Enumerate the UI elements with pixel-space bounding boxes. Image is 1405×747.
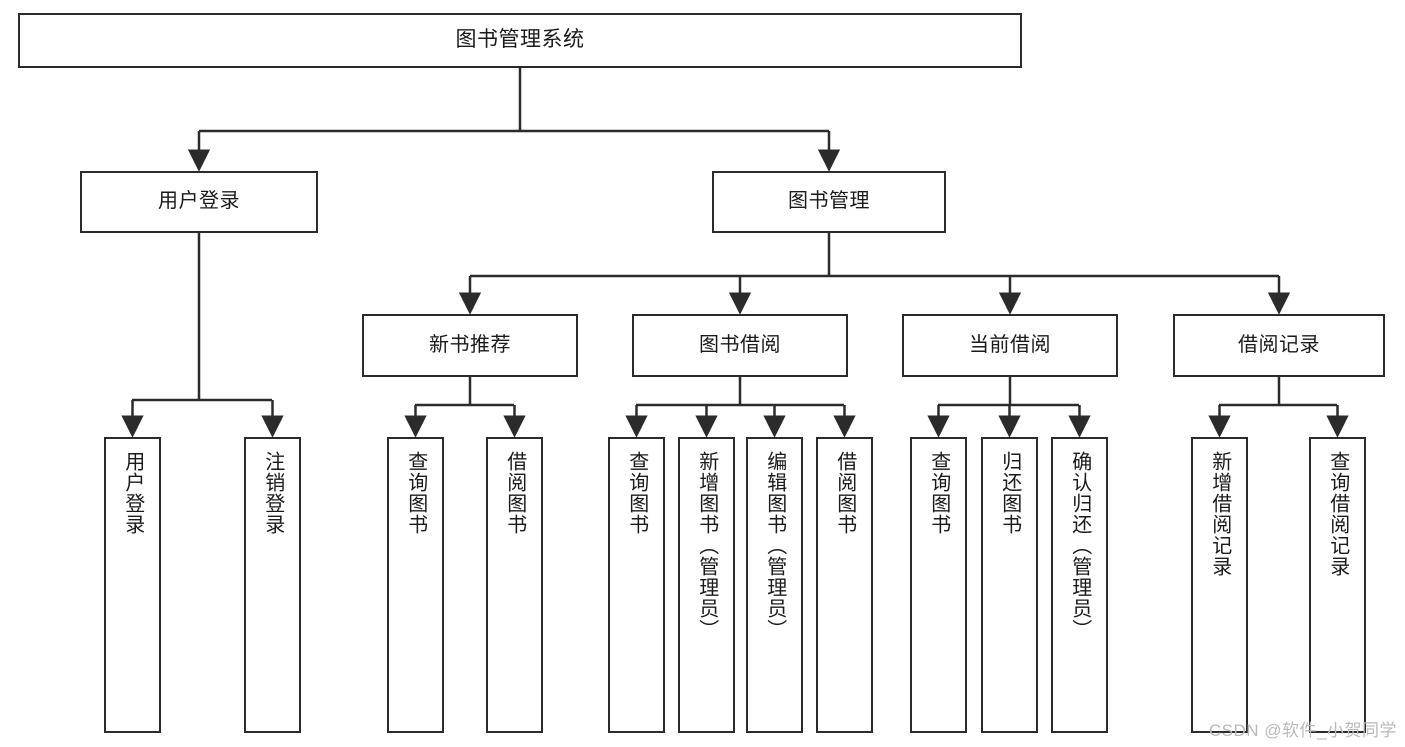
leaf-newbook-query[interactable]: 查询图书 bbox=[387, 437, 444, 733]
leaf-record-add[interactable]: 新增借阅记录 bbox=[1191, 437, 1248, 733]
node-root-label: 图书管理系统 bbox=[455, 28, 585, 52]
node-new-book-recommend[interactable]: 新书推荐 bbox=[362, 314, 578, 377]
leaf-newbook-borrow[interactable]: 借阅图书 bbox=[486, 437, 543, 733]
node-new-book-recommend-label: 新书推荐 bbox=[429, 333, 511, 356]
node-book-management[interactable]: 图书管理 bbox=[712, 171, 946, 233]
leaf-current-confirm-return-label: 确认归还（管理员） bbox=[1068, 451, 1091, 640]
leaf-newbook-query-label: 查询图书 bbox=[404, 451, 427, 535]
leaf-borrow-add[interactable]: 新增图书（管理员） bbox=[678, 437, 735, 733]
leaf-record-query-label: 查询借阅记录 bbox=[1326, 451, 1349, 577]
node-user-login-label: 用户登录 bbox=[158, 190, 240, 213]
leaf-record-query[interactable]: 查询借阅记录 bbox=[1309, 437, 1366, 733]
leaf-logout[interactable]: 注销登录 bbox=[244, 437, 301, 733]
leaf-current-return-label: 归还图书 bbox=[998, 451, 1021, 535]
node-user-login[interactable]: 用户登录 bbox=[80, 171, 318, 233]
leaf-borrow-borrow[interactable]: 借阅图书 bbox=[816, 437, 873, 733]
node-borrow-record-label: 借阅记录 bbox=[1238, 333, 1320, 356]
node-current-borrow[interactable]: 当前借阅 bbox=[902, 314, 1118, 377]
node-book-management-label: 图书管理 bbox=[788, 190, 870, 213]
leaf-record-add-label: 新增借阅记录 bbox=[1208, 451, 1231, 577]
leaf-borrow-add-label: 新增图书（管理员） bbox=[695, 451, 718, 640]
leaf-current-return[interactable]: 归还图书 bbox=[981, 437, 1038, 733]
leaf-borrow-edit-label: 编辑图书（管理员） bbox=[763, 451, 786, 640]
leaf-user-login-label: 用户登录 bbox=[121, 451, 144, 535]
node-book-borrow[interactable]: 图书借阅 bbox=[632, 314, 848, 377]
leaf-borrow-borrow-label: 借阅图书 bbox=[833, 451, 856, 535]
edge-group bbox=[121, 68, 1349, 438]
node-root[interactable]: 图书管理系统 bbox=[18, 13, 1022, 68]
leaf-borrow-query[interactable]: 查询图书 bbox=[608, 437, 665, 733]
node-current-borrow-label: 当前借阅 bbox=[969, 333, 1051, 356]
node-book-borrow-label: 图书借阅 bbox=[699, 333, 781, 356]
leaf-borrow-query-label: 查询图书 bbox=[625, 451, 648, 535]
leaf-newbook-borrow-label: 借阅图书 bbox=[503, 451, 526, 535]
leaf-borrow-edit[interactable]: 编辑图书（管理员） bbox=[746, 437, 803, 733]
node-borrow-record[interactable]: 借阅记录 bbox=[1173, 314, 1385, 377]
leaf-user-login[interactable]: 用户登录 bbox=[104, 437, 161, 733]
leaf-current-confirm-return[interactable]: 确认归还（管理员） bbox=[1051, 437, 1108, 733]
leaf-current-query-label: 查询图书 bbox=[927, 451, 950, 535]
leaf-logout-label: 注销登录 bbox=[261, 451, 284, 535]
leaf-current-query[interactable]: 查询图书 bbox=[910, 437, 967, 733]
